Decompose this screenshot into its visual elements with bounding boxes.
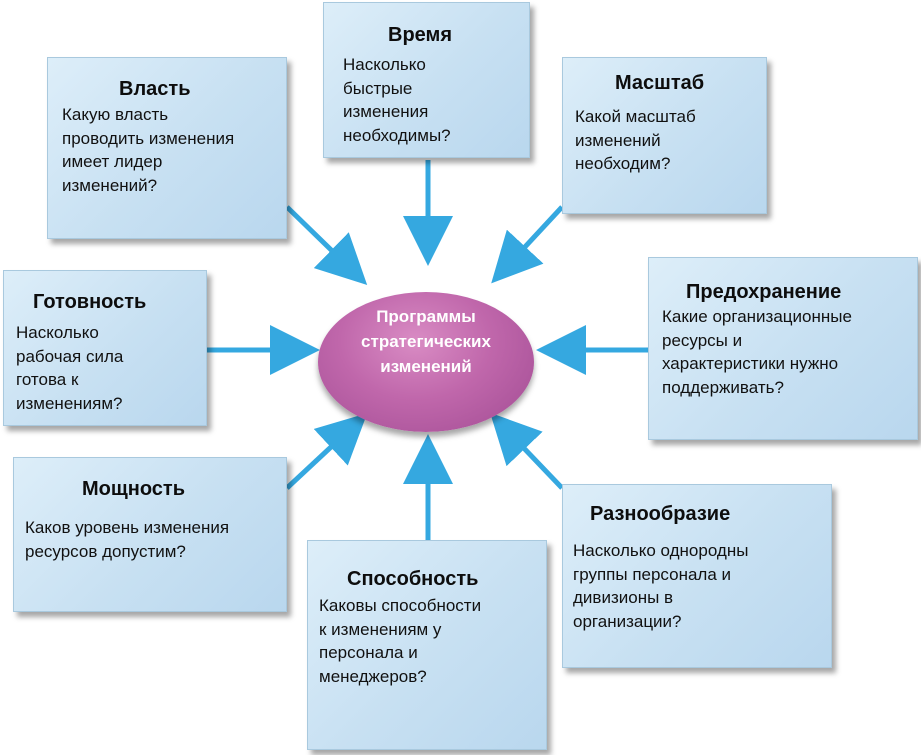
arrow-from-raznoobrazie	[490, 412, 564, 490]
arrow-from-masshtab	[491, 205, 564, 284]
box-gotovnost: Готовность Насколько рабочая сила готова…	[3, 270, 207, 426]
box-predohranenie: Предохранение Какие организационные ресу…	[648, 257, 918, 440]
box-raznoobrazie: Разнообразие Насколько однородны группы …	[562, 484, 832, 668]
box-raznoobrazie-title: Разнообразие	[590, 503, 731, 525]
arrow-from-vlast	[285, 205, 368, 285]
box-moshchnost-text: Каков уровень изменения ресурсов допусти…	[25, 518, 230, 561]
box-sposobnost-text: Каковы способности к изменениям у персон…	[319, 596, 482, 686]
center-ellipse	[318, 292, 534, 432]
box-sposobnost: Способность Каковы способности к изменен…	[307, 540, 547, 750]
box-vremya-text: Насколько быстрые изменения необходимы?	[343, 55, 451, 145]
box-moshchnost-title: Мощность	[82, 478, 185, 500]
arrow-from-moshchnost	[285, 413, 368, 490]
box-predohranenie-text: Какие организационные ресурсы и характер…	[662, 307, 852, 397]
box-vremya-title: Время	[388, 24, 452, 46]
box-vlast-title: Власть	[119, 78, 191, 100]
box-vlast: Власть Какую власть проводить изменения …	[47, 57, 287, 239]
box-raznoobrazie-text: Насколько однородны группы персонала и д…	[573, 541, 749, 631]
box-moshchnost: Мощность Каков уровень изменения ресурсо…	[13, 457, 287, 612]
box-vlast-text: Какую власть проводить изменения имеет л…	[62, 105, 235, 195]
box-masshtab-title: Масштаб	[615, 72, 705, 94]
box-predohranenie-title: Предохранение	[686, 281, 842, 303]
box-vremya: Время Насколько быстрые изменения необхо…	[323, 2, 530, 158]
box-masshtab: Масштаб Какой масштаб изменений необходи…	[562, 57, 767, 214]
box-masshtab-text: Какой масштаб изменений необходим?	[575, 107, 696, 173]
box-gotovnost-text: Насколько рабочая сила готова к изменени…	[16, 323, 124, 413]
box-gotovnost-title: Готовность	[33, 291, 147, 313]
center-label: Программы стратегических изменений	[361, 307, 491, 376]
box-sposobnost-title: Способность	[347, 568, 479, 590]
